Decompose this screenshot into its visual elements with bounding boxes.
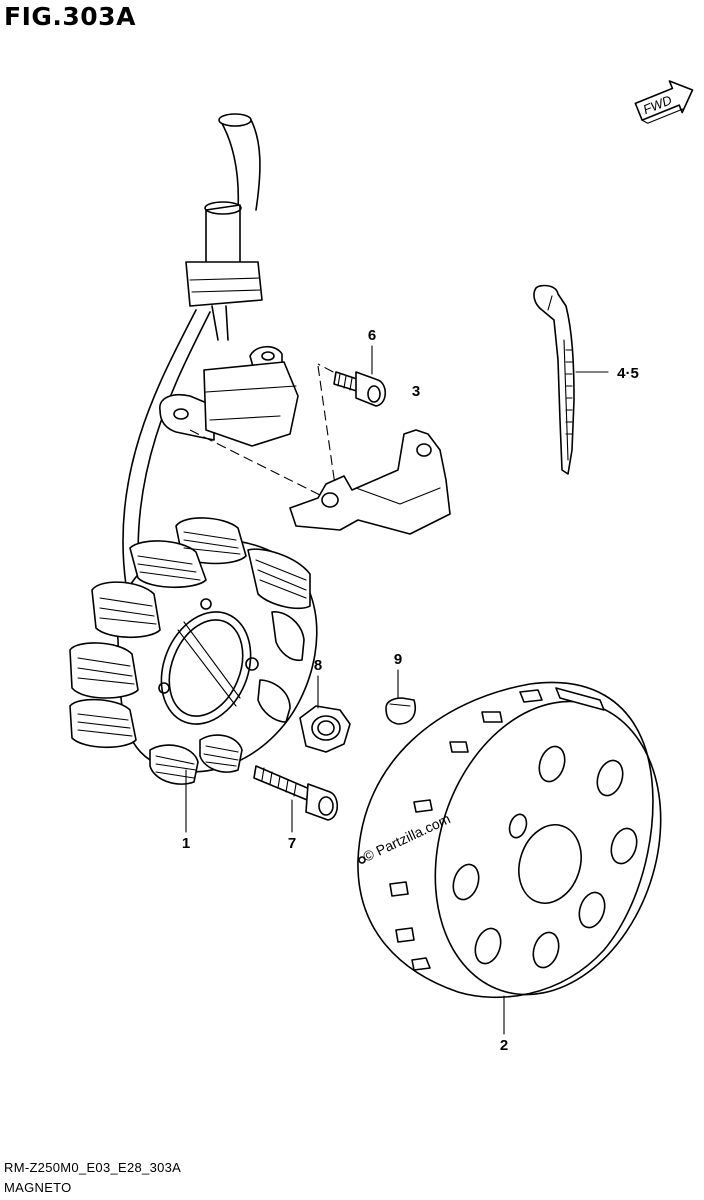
figure-name: MAGNETO [4,1180,72,1195]
bolt-7 [253,765,339,821]
figure-code: RM-Z250M0_E03_E28_303A [4,1160,182,1175]
stator-coil [69,517,318,785]
fwd-arrow-icon: FWD [634,80,694,124]
callout-3: 3 [412,383,420,400]
callout-1: 1 [182,835,190,852]
winding-texture [77,531,307,779]
callout-9: 9 [394,651,402,668]
pulser-coil [159,345,299,447]
callout-4-5: 4·5 [617,365,639,382]
callout-8: 8 [314,657,322,674]
callout-7: 7 [288,835,296,852]
figure-title: FIG.303A [4,2,136,31]
callout-6: 6 [368,327,376,344]
callout-2: 2 [500,1037,508,1054]
cable-tie [533,284,575,475]
rotor-flywheel [357,681,662,999]
stator-lead-wire [122,113,263,586]
screw-6 [333,371,387,407]
pulser-bracket [289,429,451,535]
nut-8 [299,705,351,753]
woodruff-key-9 [385,697,416,725]
rotor-slots [389,687,605,971]
rotor-windows [452,745,638,969]
